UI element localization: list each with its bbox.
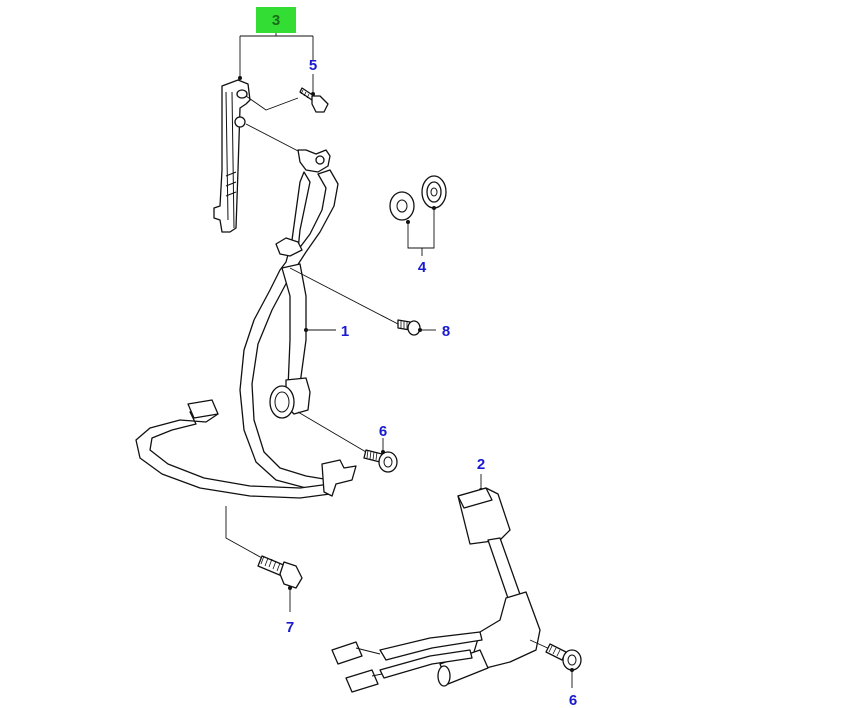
callout-3-bracket (239, 33, 314, 78)
bolt-6-upper (363, 449, 398, 473)
belt-webbing (239, 169, 339, 491)
callout-8-label[interactable]: 8 (442, 323, 450, 340)
callout-3-group[interactable]: 3 (256, 7, 296, 33)
washer-set-4 (389, 175, 447, 221)
callout-1-label[interactable]: 1 (341, 323, 349, 340)
d-ring-guide (297, 149, 331, 173)
bolt-5-upper (299, 87, 329, 113)
bolt-8 (397, 319, 421, 336)
callout-6-upper-label[interactable]: 6 (379, 423, 387, 440)
callout-4-label[interactable]: 4 (418, 259, 427, 276)
bolt-6-lower (545, 643, 582, 671)
height-adjuster-rail (213, 79, 251, 233)
bolt-7 (257, 555, 303, 589)
callout-3-highlight (256, 7, 296, 33)
callout-7-label[interactable]: 7 (286, 619, 294, 636)
buckle-assembly (331, 487, 541, 693)
callout-3-label[interactable]: 3 (272, 12, 280, 29)
lap-belt (135, 399, 357, 499)
callout-5-label[interactable]: 5 (309, 57, 317, 74)
callout-6-lower-label[interactable]: 6 (569, 692, 577, 708)
callout-2-label[interactable]: 2 (477, 456, 485, 473)
